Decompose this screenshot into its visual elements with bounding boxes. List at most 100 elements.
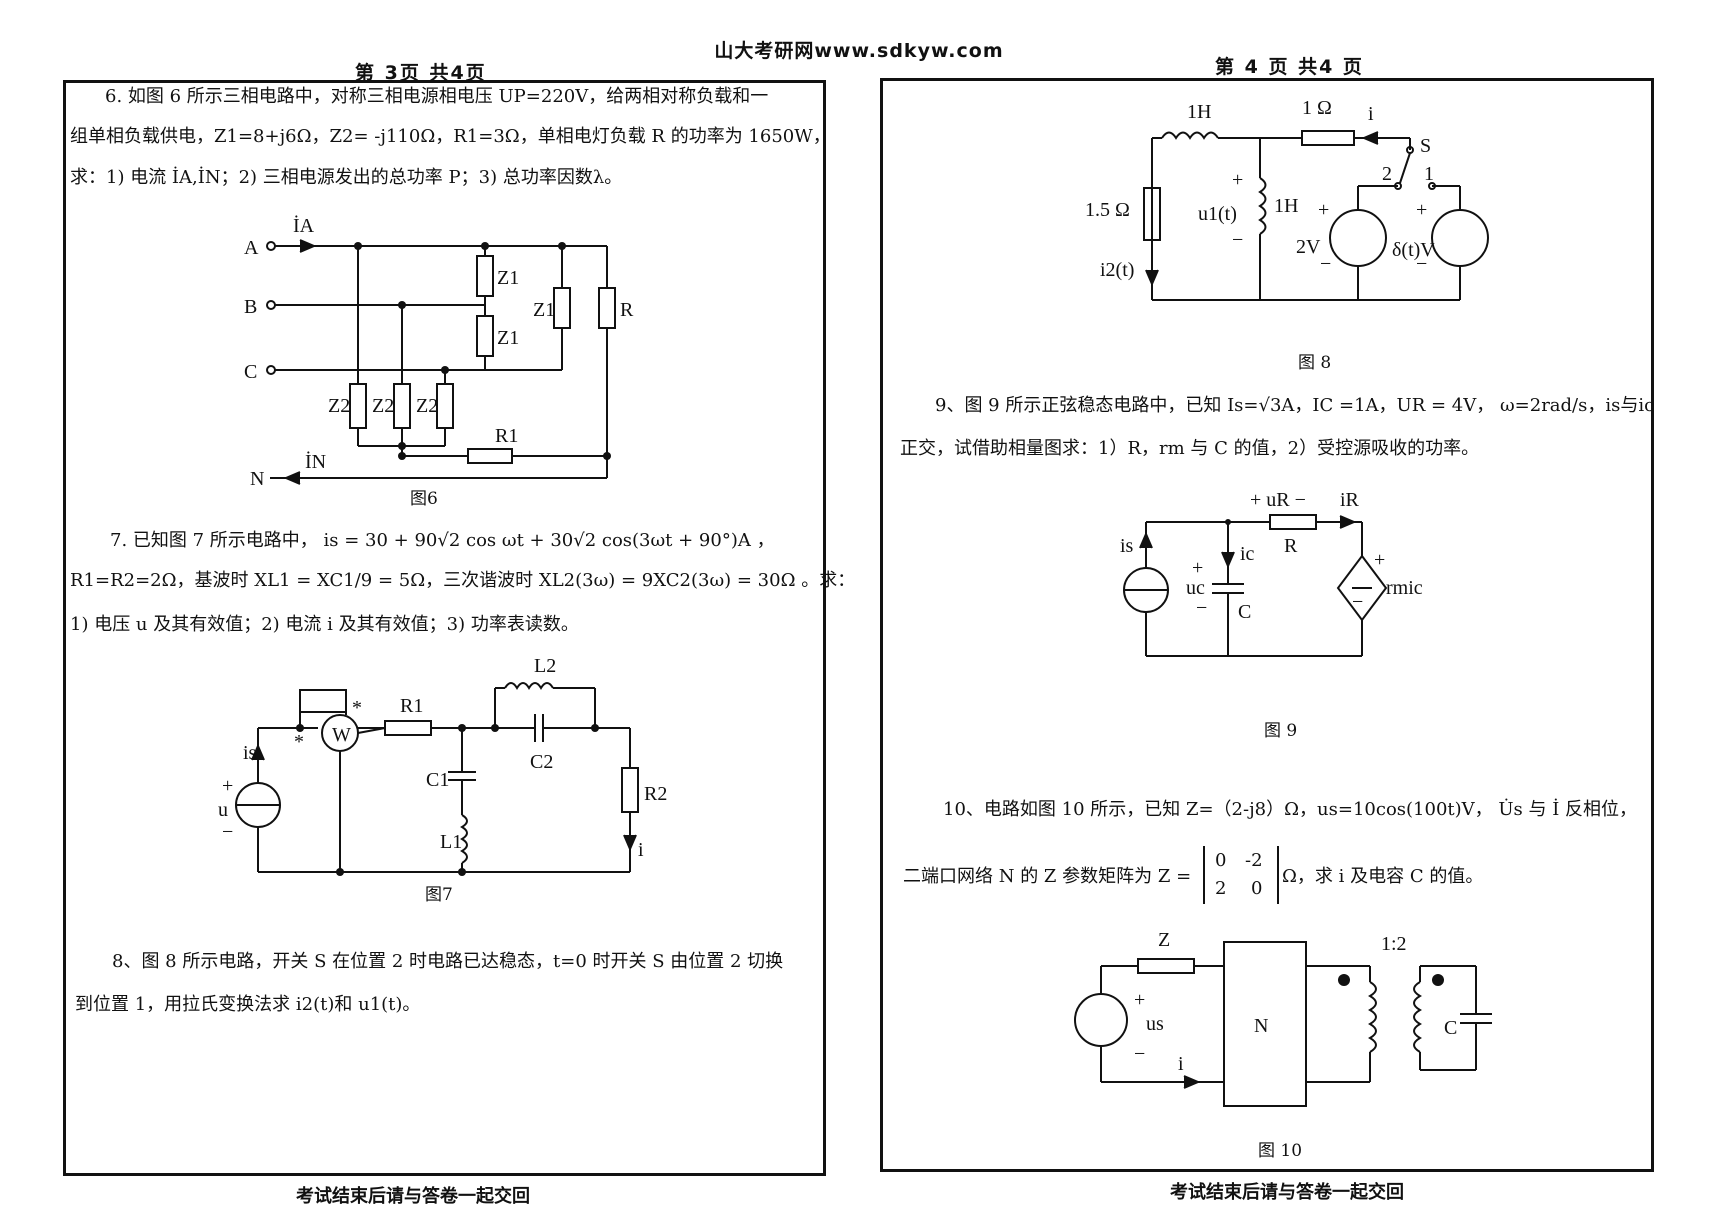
label-minus-delta: − — [1416, 253, 1427, 275]
label-star-1: * — [352, 697, 362, 719]
label-plus-dep: + — [1374, 549, 1385, 571]
q10-line1: 10、电路如图 10 所示，已知 Z=（2-j8）Ω，us=10cos(100t… — [943, 799, 1638, 820]
label-rmic: rmic — [1386, 577, 1423, 599]
label-r1: R1 — [400, 695, 423, 717]
q6-line3: 求：1) 电流 İA,İN；2) 三相电源发出的总功率 P；3) 总功率因数λ。 — [70, 167, 623, 188]
label-a: A — [244, 237, 259, 259]
z12: -2 — [1245, 850, 1263, 871]
transformer-secondary — [1413, 981, 1422, 1053]
label-uc: uc — [1186, 577, 1205, 599]
label-c2: C2 — [530, 751, 553, 773]
label-r: R — [1284, 535, 1298, 557]
label-is: is — [243, 742, 257, 764]
label-star-2: * — [294, 731, 304, 753]
label-plus-delta: + — [1416, 199, 1427, 221]
label-plus-2v: + — [1318, 199, 1329, 221]
left-resistor — [1143, 187, 1161, 241]
two-port-network-n — [1223, 941, 1307, 1107]
label-u1: u1(t) — [1198, 203, 1237, 225]
label-r2: R2 — [644, 783, 667, 805]
z21: 2 — [1215, 878, 1227, 899]
q7-line1: 7. 已知图 7 所示电路中， is = 30 + 90√2 cos ωt + … — [110, 530, 775, 551]
q8-line2: 到位置 1，用拉氏变换法求 i2(t)和 u1(t)。 — [75, 994, 421, 1015]
label-l1: L1 — [440, 831, 462, 853]
label-i: i — [1178, 1053, 1184, 1075]
label-minus-dep: − — [1352, 591, 1363, 613]
label-delta: δ(t)V — [1392, 239, 1435, 261]
q9-line1: 9、图 9 所示正弦稳态电路中，已知 Is=√3A，IC =1A，UR = 4V… — [935, 395, 1655, 416]
label-ia: İA — [293, 214, 315, 237]
q7-line3: 1) 电压 u 及其有效值；2) 电流 i 及其有效值；3) 功率表读数。 — [70, 614, 579, 635]
figure-8-caption: 图 8 — [1298, 353, 1332, 373]
voltage-source-us — [1074, 993, 1128, 1047]
q7-line2: R1=R2=2Ω，基波时 XL1 = XC1/9 = 5Ω，三次谐波时 XL2(… — [70, 570, 856, 591]
label-minus-uc: − — [1196, 597, 1207, 619]
label-c: C — [244, 361, 257, 383]
left-page-frame — [63, 80, 826, 1176]
label-minus-us: − — [1134, 1043, 1145, 1065]
label-us: us — [1146, 1013, 1164, 1035]
q10-line2-post: Ω，求 i 及电容 C 的值。 — [1282, 866, 1484, 887]
label-u: u — [218, 799, 228, 821]
label-ir: iR — [1340, 489, 1360, 511]
label-plus-us: + — [1134, 989, 1145, 1011]
q6-line1: 6. 如图 6 所示三相电路中，对称三相电源相电压 UP=220V，给两相对称负… — [105, 86, 769, 107]
label-minus-2v: − — [1320, 253, 1331, 275]
label-pos2: 2 — [1382, 163, 1392, 185]
z11: 0 — [1215, 850, 1227, 871]
label-is: is — [1120, 535, 1134, 557]
l1-inductor — [460, 814, 468, 864]
label-l2: L2 — [534, 655, 556, 677]
label-z1-c: Z1 — [533, 299, 555, 321]
label-plus: + — [222, 775, 233, 797]
label-1ohm: 1 Ω — [1302, 97, 1332, 119]
primary-dot — [1338, 974, 1350, 986]
label-minus-u1: − — [1232, 229, 1243, 251]
label-1h-mid: 1H — [1274, 195, 1298, 217]
switch-blade — [1399, 152, 1411, 184]
z-matrix: 0 -2 2 0 — [1203, 846, 1279, 904]
top-inductor — [1161, 131, 1219, 140]
label-b: B — [244, 296, 257, 318]
label-z2-c: Z2 — [416, 395, 438, 417]
figure-9-caption: 图 9 — [1264, 721, 1298, 741]
transformer-primary — [1368, 981, 1377, 1053]
l2-inductor — [504, 682, 554, 690]
figure-6-caption: 图6 — [410, 489, 438, 509]
impedance-z — [1137, 958, 1195, 974]
label-2v: 2V — [1296, 236, 1321, 258]
label-n: N — [1254, 1015, 1268, 1037]
q9-line2: 正交，试借助相量图求：1）R，rm 与 C 的值，2）受控源吸收的功率。 — [900, 438, 1480, 459]
site-header: 山大考研网www.sdkyw.com — [714, 40, 1004, 62]
footer-left: 考试结束后请与答卷一起交回 — [296, 1186, 530, 1207]
label-plus-uc: + — [1192, 557, 1203, 579]
label-z1-b: Z1 — [497, 327, 519, 349]
label-i: i — [638, 839, 644, 861]
figure-7-caption: 图7 — [425, 885, 453, 905]
label-z1-a: Z1 — [497, 267, 519, 289]
label-pos1: 1 — [1424, 163, 1434, 185]
q10-line2-pre: 二端口网络 N 的 Z 参数矩阵为 Z = — [903, 866, 1192, 887]
label-c: C — [1238, 601, 1251, 623]
label-r: R — [620, 299, 634, 321]
secondary-dot — [1432, 974, 1444, 986]
right-page-frame — [880, 78, 1654, 1172]
label-ur: + uR − — [1250, 489, 1306, 511]
label-i: i — [1368, 103, 1374, 125]
left-page-number: 第 3页 共4页 — [355, 62, 487, 84]
label-c1: C1 — [426, 769, 449, 791]
label-minus: − — [222, 821, 233, 843]
q6-line2: 组单相负载供电，Z1=8+j6Ω，Z2= -j110Ω，R1=3Ω，单相电灯负载… — [70, 126, 831, 147]
label-ic: ic — [1240, 543, 1255, 565]
label-z: Z — [1158, 929, 1170, 951]
label-i2: i2(t) — [1100, 259, 1134, 281]
footer-right: 考试结束后请与答卷一起交回 — [1170, 1182, 1404, 1203]
middle-inductor — [1258, 177, 1267, 235]
label-ratio: 1:2 — [1381, 933, 1407, 955]
right-page-number: 第 4 页 共4 页 — [1215, 56, 1364, 78]
q8-line1: 8、图 8 所示电路，开关 S 在位置 2 时电路已达稳态，t=0 时开关 S … — [112, 951, 784, 972]
label-z2-a: Z2 — [328, 395, 350, 417]
figure-10-caption: 图 10 — [1258, 1141, 1303, 1161]
